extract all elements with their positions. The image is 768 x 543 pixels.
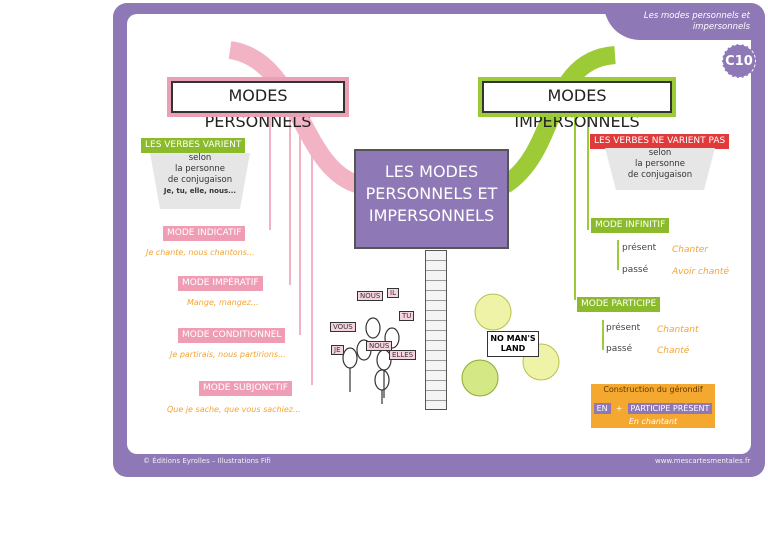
pink-branch — [228, 41, 363, 194]
left-rule-line-3: de conjugaison — [167, 175, 233, 185]
mode-indicatif-example: Je chante, nous chantons... — [146, 248, 255, 257]
participe-passe-example: Chanté — [657, 346, 690, 356]
gerondif-en: EN — [593, 403, 611, 414]
right-rule-line-2: la personne — [634, 159, 686, 169]
footer-website: www.mescartesmentales.fr — [655, 457, 751, 465]
tumbleweeds — [461, 293, 560, 397]
mode-participe-label: MODE PARTICIPE — [577, 297, 661, 312]
right-rule-box: selon la personne de conjugaison — [605, 148, 715, 190]
left-rule-line-2: la personne — [174, 164, 226, 174]
mode-imperatif-example: Mange, mangez... — [187, 298, 259, 307]
placard-elles: ELLES — [389, 350, 417, 360]
placard-nous: NOUS — [357, 291, 384, 301]
green-connectors — [574, 110, 619, 350]
corner-title: Les modes personnels et impersonnels — [604, 4, 754, 40]
right-rule-line-1: selon — [648, 148, 672, 158]
no-mans-land-sign: NO MAN'S LAND — [487, 331, 539, 357]
placard-vous: VOUS — [330, 322, 356, 332]
participe-present: présent — [606, 323, 641, 333]
gerondif-formula: EN + PARTICIPE PRÉSENT — [591, 396, 715, 415]
gerondif-example: En chantant — [628, 417, 678, 426]
gerondif-title: Construction du gérondif — [603, 385, 703, 394]
sign-post — [425, 250, 447, 410]
placard-il: IL — [387, 288, 399, 298]
gerondif-participe: PARTICIPE PRÉSENT — [627, 403, 713, 414]
participe-present-example: Chantant — [657, 325, 699, 335]
verbes-ne-varient-pas-label: LES VERBES NE VARIENT PAS — [590, 134, 730, 149]
center-sign: LES MODES PERSONNELS ET IMPERSONNELS — [354, 149, 509, 249]
gerondif-plus: + — [615, 404, 623, 413]
verbes-varient-label: LES VERBES VARIENT — [141, 138, 246, 153]
participe-passe: passé — [606, 344, 633, 354]
left-rule-line-1: selon — [188, 153, 212, 163]
gerondif-box: Construction du gérondif EN + PARTICIPE … — [591, 384, 715, 428]
mode-infinitif-label: MODE INFINITIF — [591, 218, 670, 233]
placard-nous-2: NOUS — [366, 341, 393, 351]
left-rule-box: selon la personne de conjugaison Je, tu,… — [150, 153, 250, 209]
right-rule-line-3: de conjugaison — [627, 170, 693, 180]
card-number-badge: C10 — [722, 44, 756, 78]
mode-imperatif-label: MODE IMPÉRATIF — [178, 276, 263, 291]
mode-subjonctif-label: MODE SUBJONCTIF — [199, 381, 292, 396]
infinitif-passe-example: Avoir chanté — [672, 267, 729, 277]
mode-subjonctif-example: Que je sache, que vous sachiez... — [167, 405, 301, 414]
infinitif-present-example: Chanter — [672, 245, 708, 255]
left-rule-example: Je, tu, elle, nous... — [163, 187, 237, 195]
placard-je: JE — [331, 345, 344, 355]
corner-title-text: Les modes personnels et impersonnels — [643, 11, 750, 32]
mode-conditionnel-label: MODE CONDITIONNEL — [178, 328, 286, 343]
modes-impersonnels-title: MODES IMPERSONNELS — [478, 77, 676, 131]
infinitif-present: présent — [622, 243, 657, 253]
mode-conditionnel-example: Je partirais, nous partirions... — [170, 350, 286, 359]
footer-credits: © Éditions Eyrolles – Illustrations Fifi — [143, 457, 271, 465]
modes-personnels-title: MODES PERSONNELS — [167, 77, 349, 131]
infinitif-passe: passé — [622, 265, 649, 275]
placard-tu: TU — [399, 311, 415, 321]
mode-indicatif-label: MODE INDICATIF — [163, 226, 246, 241]
pink-connectors — [269, 110, 313, 385]
